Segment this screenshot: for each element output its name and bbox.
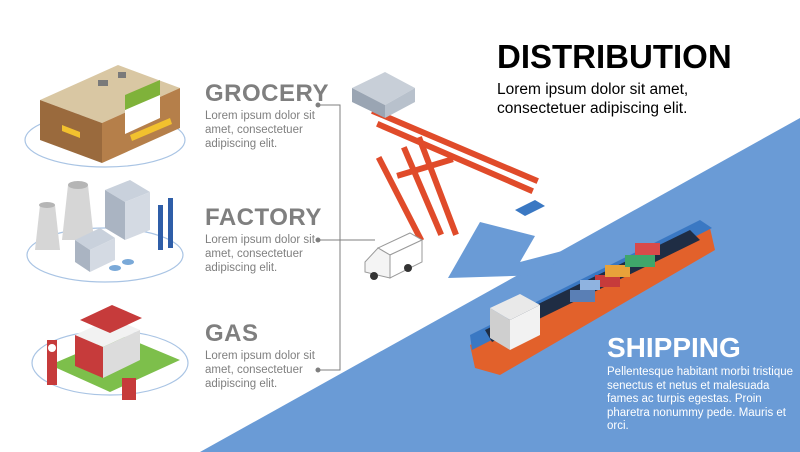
delivery-van-illustration <box>364 232 424 280</box>
gas-title: GAS <box>205 320 259 347</box>
distribution-title: DISTRIBUTION <box>497 38 732 75</box>
distribution-description: Lorem ipsum dolor sit amet, consectetuer… <box>497 81 689 117</box>
grocery-title: GROCERY <box>205 80 329 107</box>
factory-description: Lorem ipsum dolor sit amet, consectetuer… <box>205 234 315 274</box>
gas-station-illustration <box>31 305 189 400</box>
shipping-title: SHIPPING <box>607 332 741 363</box>
crane-cab <box>352 72 415 105</box>
blue-band <box>200 118 800 452</box>
container-ship-illustration <box>470 220 715 375</box>
gantry-crane-illustration <box>371 108 539 243</box>
grocery-description: Lorem ipsum dolor sit amet, consectetuer… <box>205 110 315 150</box>
arrow-shape <box>448 222 566 278</box>
grocery-store-illustration <box>24 65 186 168</box>
shipping-description: Pellentesque habitant morbi tristique se… <box>607 366 794 432</box>
factory-illustration <box>26 180 184 283</box>
factory-title: FACTORY <box>205 204 322 231</box>
gas-description: Lorem ipsum dolor sit amet, consectetuer… <box>205 350 315 390</box>
crane-container <box>515 200 545 216</box>
connector-lines <box>315 102 375 373</box>
